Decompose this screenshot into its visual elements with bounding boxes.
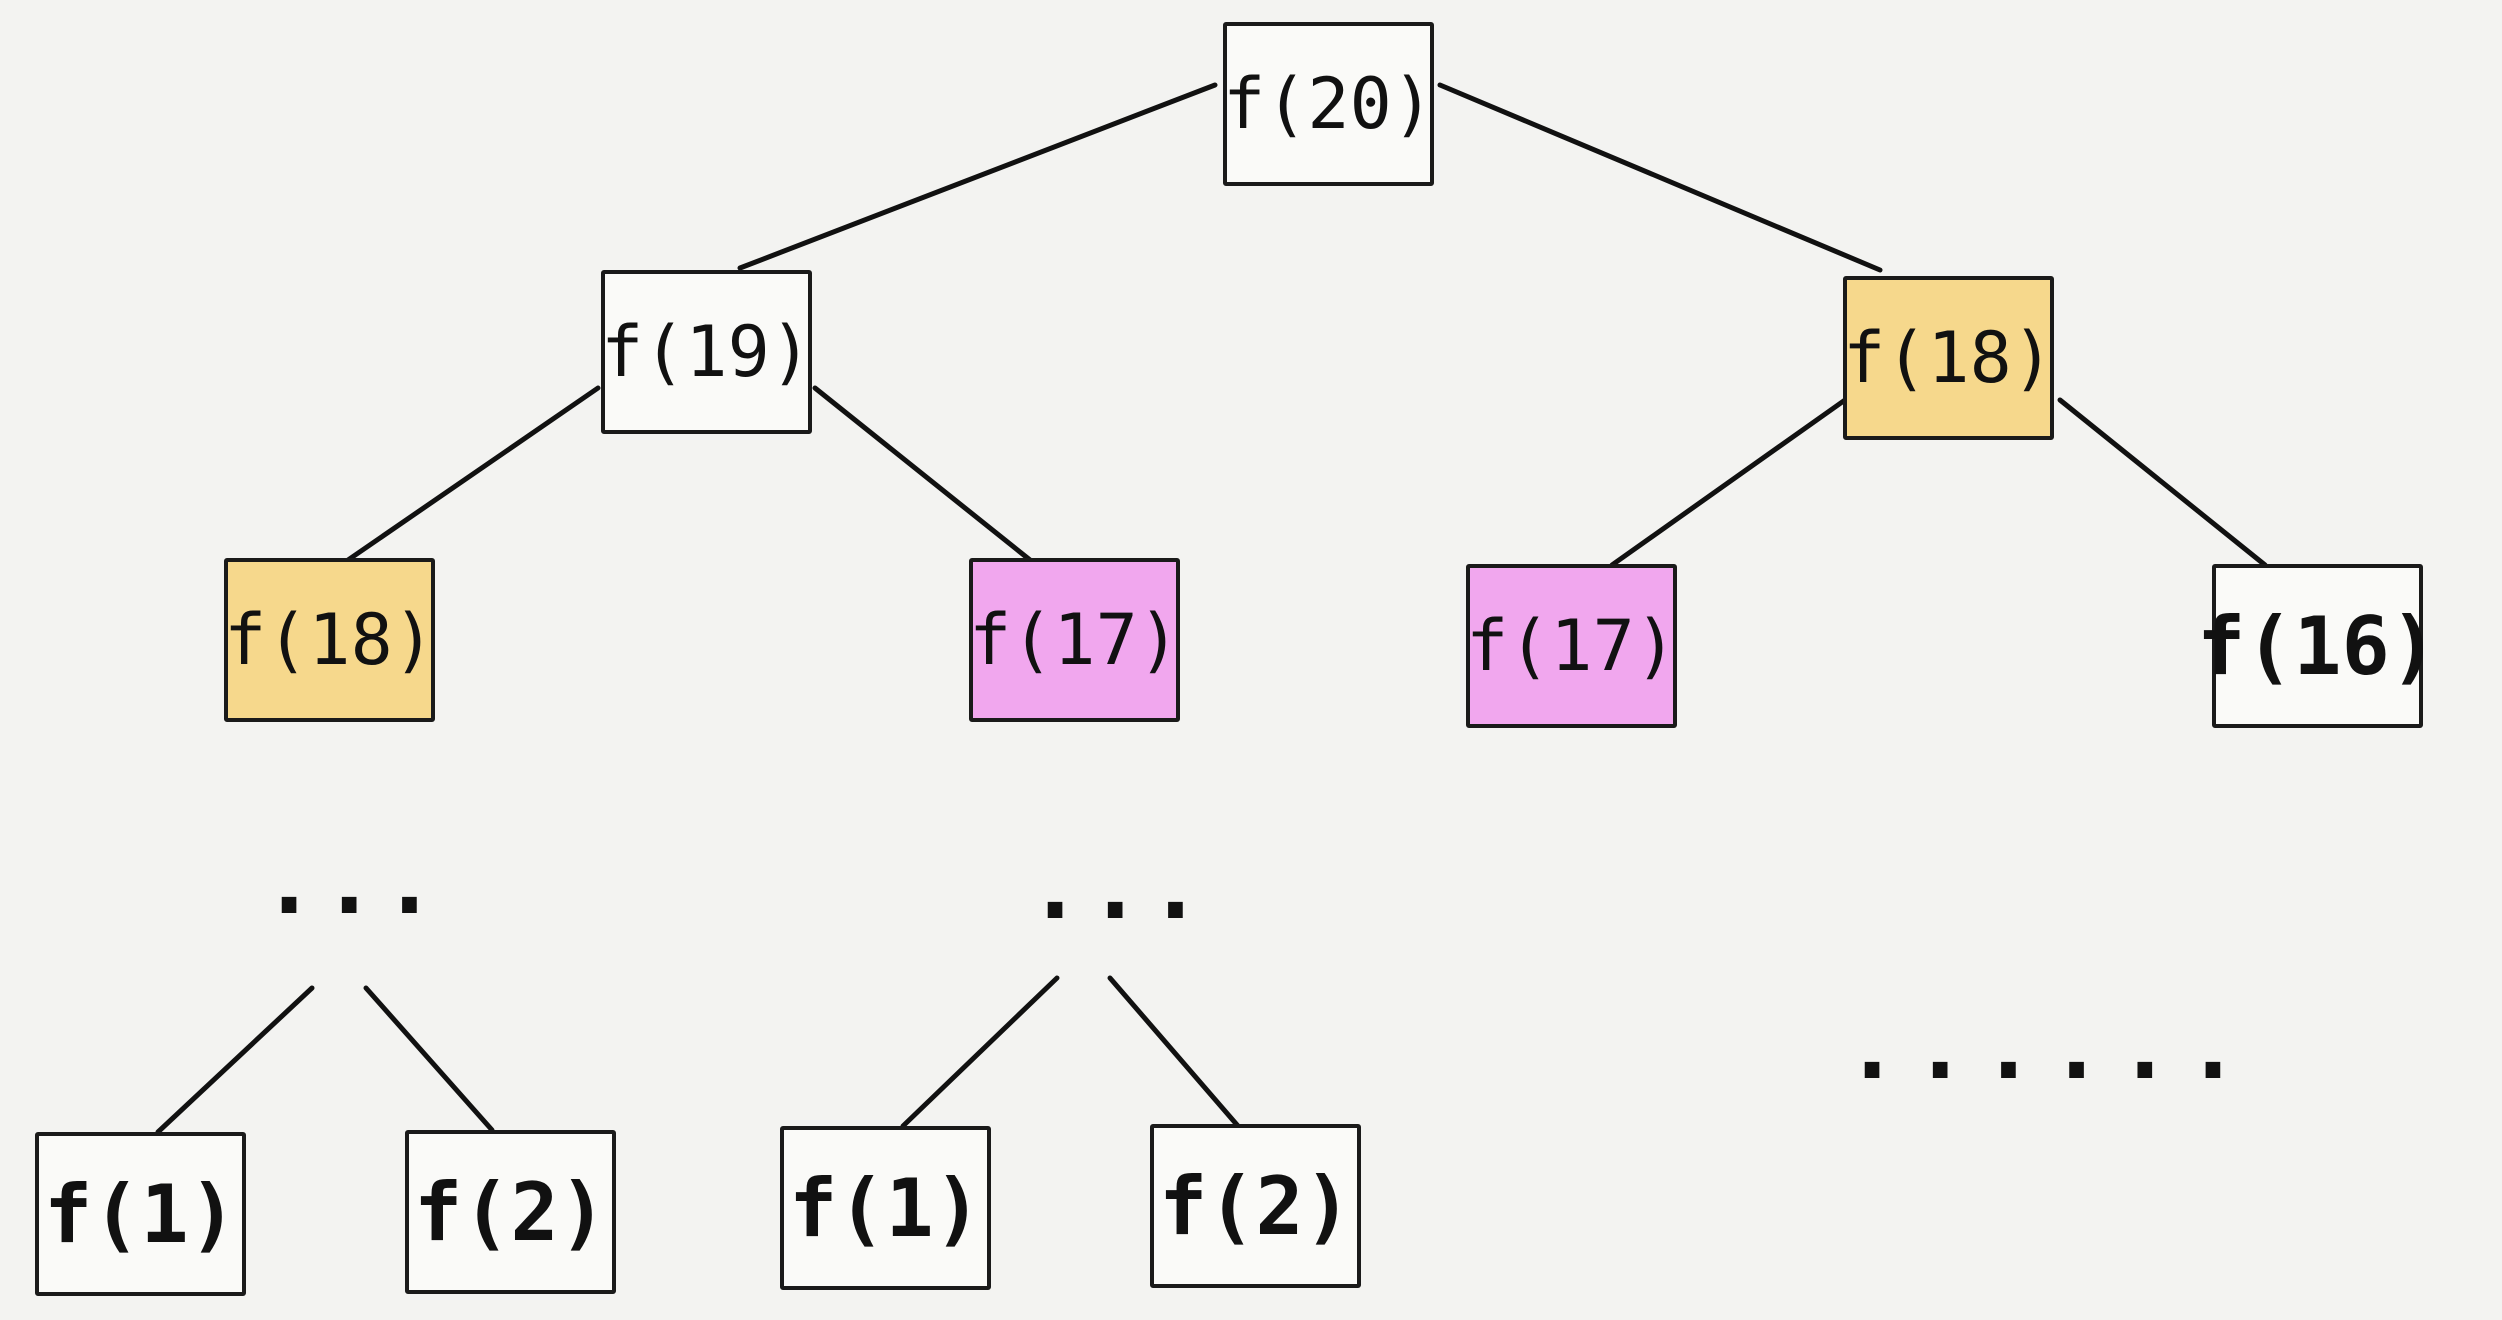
edge-19-18 xyxy=(345,385,601,563)
node-f16: f(16) xyxy=(2197,564,2438,728)
node-f17-left: f(17) xyxy=(969,558,1180,722)
node-f19: f(19) xyxy=(601,270,812,434)
node-f18-right: f(18) xyxy=(1843,276,2054,440)
ellipsis-left: ... xyxy=(262,830,443,935)
node-f17-right: f(17) xyxy=(1466,564,1677,728)
edge-dots-2a xyxy=(363,985,495,1133)
edge-20-18 xyxy=(1437,82,1883,273)
ellipsis-right: ...... xyxy=(1845,995,2255,1100)
node-f1-middle: f(1) xyxy=(780,1126,991,1290)
edge-20-19 xyxy=(737,82,1218,271)
edge-18-17 xyxy=(1609,397,1848,568)
edge-18-16 xyxy=(2057,397,2268,568)
node-f20: f(20) xyxy=(1223,22,1434,186)
node-f2-left: f(2) xyxy=(405,1130,616,1294)
node-f2-middle: f(2) xyxy=(1150,1124,1361,1288)
edge-19-17 xyxy=(812,385,1033,563)
edge-dots-1b xyxy=(900,975,1060,1129)
edge-dots-2b xyxy=(1107,975,1241,1129)
edge-dots-1a xyxy=(155,985,315,1135)
node-f18-left: f(18) xyxy=(224,558,435,722)
ellipsis-middle: ... xyxy=(1028,835,1209,940)
node-f1-left: f(1) xyxy=(35,1132,246,1296)
